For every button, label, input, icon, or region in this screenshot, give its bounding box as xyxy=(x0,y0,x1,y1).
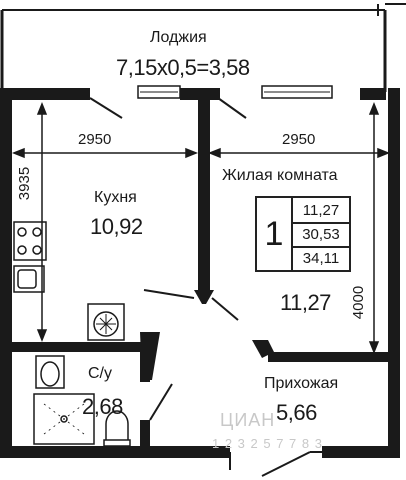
interior-doors xyxy=(143,289,322,477)
watermark-id: 1 2 3 2 5 7 7 8 3 xyxy=(212,436,323,451)
washing-machine-icon xyxy=(87,303,125,341)
loggia-frame xyxy=(0,3,406,92)
loggia-area: 7,15x0,5=3,58 xyxy=(116,55,250,80)
hallway-name: Прихожая xyxy=(264,375,339,392)
bathroom-area: 2,68 xyxy=(82,394,123,419)
loggia-name: Лоджия xyxy=(150,29,207,46)
loggia-windows xyxy=(137,85,333,99)
kitchen-width-dimension: 2950 xyxy=(78,131,112,148)
living-area-value: 11,27 xyxy=(293,198,349,224)
outer-walls xyxy=(0,88,400,458)
living-room-area: 11,27 xyxy=(280,290,331,315)
bathroom-sink-icon xyxy=(35,355,65,389)
toilet-icon xyxy=(103,410,131,447)
bathroom-name: С/у xyxy=(88,365,112,382)
living-room-name: Жилая комната xyxy=(222,167,338,184)
sink-icon xyxy=(13,265,45,293)
interior-walls xyxy=(12,98,388,450)
loggia-doors xyxy=(89,97,247,119)
shower-tray-icon xyxy=(33,393,95,445)
room-count: 1 xyxy=(257,198,293,270)
hallway-area: 5,66 xyxy=(276,400,317,425)
stove-icon xyxy=(13,221,47,261)
kitchen-area: 10,92 xyxy=(90,214,143,239)
kitchen-depth-dimension: 3935 xyxy=(16,166,34,201)
apartment-summary-table: 1 11,27 30,53 34,11 xyxy=(255,196,351,272)
total-with-loggia-value: 34,11 xyxy=(302,249,340,267)
kitchen-name: Кухня xyxy=(94,189,137,206)
living-depth-dimension: 4000 xyxy=(350,285,368,320)
total-area-value: 30,53 xyxy=(293,222,349,248)
watermark-text: ЦИАН xyxy=(220,410,276,430)
living-width-dimension: 2950 xyxy=(282,131,316,148)
